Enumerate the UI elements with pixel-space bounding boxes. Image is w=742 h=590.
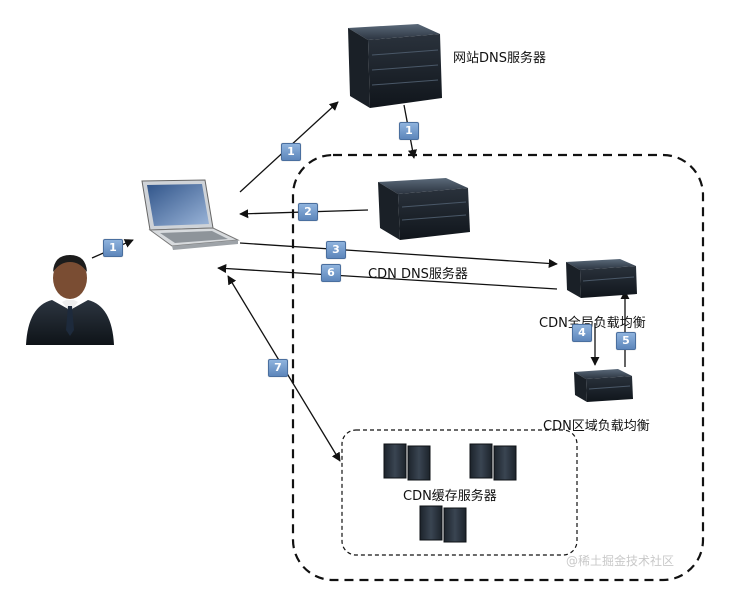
- website-dns-label: 网站DNS服务器: [453, 51, 546, 66]
- cache-tower-icon: [383, 443, 431, 481]
- cache-tower-icon: [419, 505, 467, 543]
- cache-region-boundary: [341, 429, 578, 556]
- step-badge: 3: [326, 241, 346, 259]
- step-badge: 5: [616, 332, 636, 350]
- step-badge: 1: [281, 143, 301, 161]
- cdn-global-lb-label: CDN全局负载均衡: [539, 316, 646, 331]
- arrow-laptop-to-global-lb: [239, 242, 558, 268]
- cdn-dns-server-icon: [378, 178, 470, 240]
- cdn-dns-label: CDN DNS服务器: [368, 267, 468, 282]
- client-laptop-icon: [141, 179, 240, 250]
- user-person-icon: [26, 255, 114, 345]
- cache-tower-icon: [469, 443, 517, 481]
- cdn-cache-label: CDN缓存服务器: [403, 489, 497, 504]
- step-badge: 7: [268, 359, 288, 377]
- cdn-global-lb-server-icon: [566, 259, 637, 298]
- website-dns-server-icon: [348, 24, 442, 108]
- step-badge: 1: [399, 122, 419, 140]
- cdn-regional-lb-server-icon: [574, 369, 633, 402]
- cdn-region-boundary: [291, 153, 705, 582]
- cdn-regional-lb-label: CDN区域负载均衡: [543, 419, 650, 434]
- arrow-global-lb-to-laptop: [217, 263, 558, 290]
- step-badge: 6: [321, 264, 341, 282]
- step-badge: 2: [298, 203, 318, 221]
- cdn-cache-server-icons: [383, 443, 517, 543]
- step-badge: 1: [103, 239, 123, 257]
- step-badge: 4: [572, 324, 592, 342]
- watermark: @稀土掘金技术社区: [566, 554, 675, 568]
